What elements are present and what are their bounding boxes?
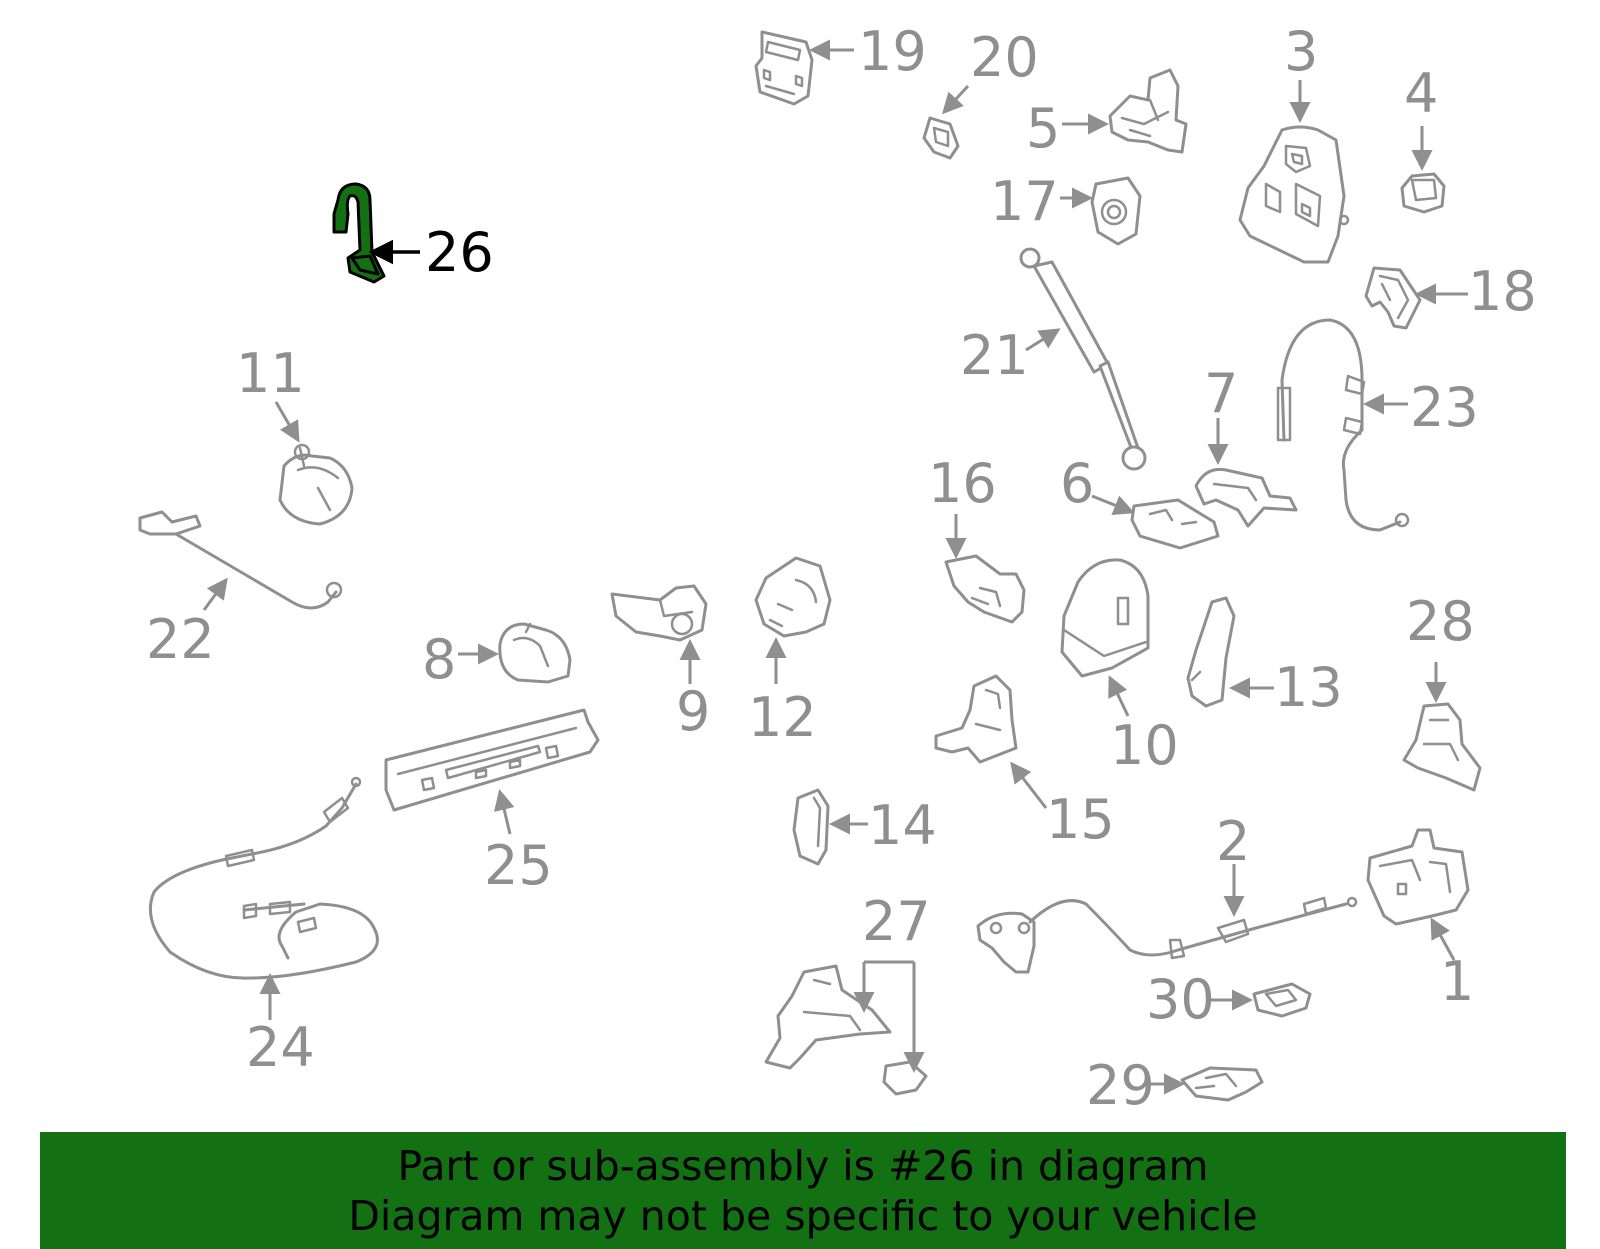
callout-1: 1 xyxy=(1440,950,1474,1013)
part-5-bracket[interactable] xyxy=(1108,68,1188,154)
part-23-cable[interactable] xyxy=(1276,318,1410,532)
part-28-bracket[interactable] xyxy=(1402,702,1482,792)
callout-25: 25 xyxy=(484,834,553,897)
part-27-brackets[interactable] xyxy=(764,964,928,1096)
callout-15: 15 xyxy=(1046,788,1115,851)
part-13-handle[interactable] xyxy=(1186,596,1236,708)
banner-line-1: Part or sub-assembly is #26 in diagram xyxy=(397,1141,1209,1190)
banner-line-2: Diagram may not be specific to your vehi… xyxy=(348,1191,1258,1240)
callout-28: 28 xyxy=(1406,590,1475,653)
callout-26: 26 xyxy=(425,221,494,284)
callout-19: 19 xyxy=(858,20,927,83)
callout-2: 2 xyxy=(1216,810,1250,873)
callout-21: 21 xyxy=(960,324,1029,387)
part-7-bracket[interactable] xyxy=(1194,467,1298,528)
part-9-bracket[interactable] xyxy=(610,584,708,642)
callout-29: 29 xyxy=(1086,1054,1155,1117)
banner-background xyxy=(40,1132,1566,1249)
part-22-rod[interactable] xyxy=(138,510,343,610)
part-17-housing[interactable] xyxy=(1090,176,1142,246)
callout-8: 8 xyxy=(422,628,456,691)
callout-6: 6 xyxy=(1060,452,1094,515)
callout-13: 13 xyxy=(1274,656,1343,719)
callout-12: 12 xyxy=(748,686,817,749)
callout-22: 22 xyxy=(146,608,215,671)
part-3-latch-plate[interactable] xyxy=(1238,125,1350,264)
part-19-bracket[interactable] xyxy=(754,30,814,106)
callout-18: 18 xyxy=(1468,260,1537,323)
part-21-strut[interactable] xyxy=(1019,247,1147,471)
callout-27: 27 xyxy=(862,890,931,953)
part-18-clip[interactable] xyxy=(1364,266,1422,330)
callout-24: 24 xyxy=(246,1016,315,1079)
part-25-panel[interactable] xyxy=(384,708,600,812)
part-6-bracket[interactable] xyxy=(1130,498,1220,550)
callout-3: 3 xyxy=(1284,20,1318,83)
callout-23: 23 xyxy=(1410,376,1479,439)
part-12-bracket[interactable] xyxy=(754,556,832,638)
part-29-bracket[interactable] xyxy=(1180,1066,1264,1102)
callout-5: 5 xyxy=(1026,97,1060,160)
part-8-bumper[interactable] xyxy=(498,622,572,684)
part-15-bracket[interactable] xyxy=(934,674,1018,764)
callout-10: 10 xyxy=(1110,714,1179,777)
part-24-cable[interactable] xyxy=(148,776,379,980)
callout-4: 4 xyxy=(1404,62,1438,125)
part-1-latch[interactable] xyxy=(1366,828,1470,926)
part-4-grommet[interactable] xyxy=(1400,172,1446,214)
part-2-cable-assembly[interactable] xyxy=(976,896,1358,974)
part-10-cover[interactable] xyxy=(1060,558,1150,678)
callout-20: 20 xyxy=(970,26,1039,89)
callout-7: 7 xyxy=(1204,362,1238,425)
part-16-bracket[interactable] xyxy=(944,554,1026,624)
callout-30: 30 xyxy=(1146,968,1215,1031)
part-11-bumper[interactable] xyxy=(278,443,354,526)
part-26-strap[interactable] xyxy=(332,182,386,284)
callout-17: 17 xyxy=(990,170,1059,233)
part-30-bezel[interactable] xyxy=(1252,982,1312,1018)
callout-16: 16 xyxy=(928,452,997,515)
callout-11: 11 xyxy=(236,342,305,405)
part-14-cover[interactable] xyxy=(792,788,830,866)
part-20-clip[interactable] xyxy=(922,116,960,160)
callout-9: 9 xyxy=(676,680,710,743)
info-banner: Part or sub-assembly is #26 in diagram D… xyxy=(40,1132,1566,1249)
callout-14: 14 xyxy=(868,794,937,857)
